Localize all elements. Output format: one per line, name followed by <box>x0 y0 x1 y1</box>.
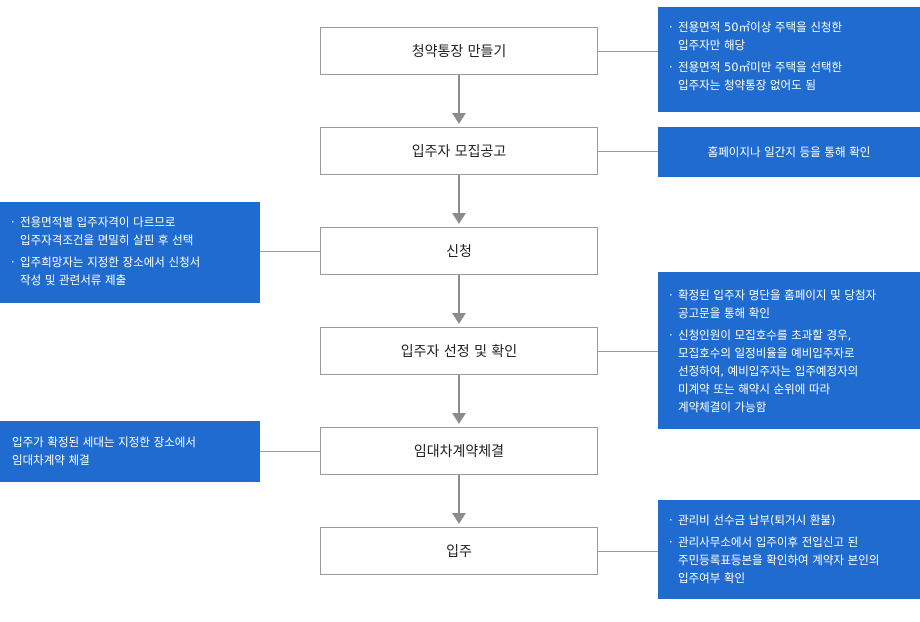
flow-arrow <box>452 275 466 327</box>
note-text: 입주가 확정된 세대는 지정한 장소에서 <box>12 435 196 449</box>
connector-line <box>598 551 658 552</box>
step-make-account: 청약통장 만들기 <box>320 27 598 75</box>
note-text: 홈페이지나 일간지 등을 통해 확인 <box>707 145 871 159</box>
note-text: 공고문을 통해 확인 <box>678 306 770 320</box>
note-text: 관리사무소에서 입주이후 전입신고 된 <box>678 535 859 549</box>
note-text: 계약체결이 가능함 <box>678 400 767 414</box>
note-movein-item: 관리사무소에서 입주이후 전입신고 된 주민등록표등본을 확인하여 계약자 본인… <box>669 533 914 587</box>
note-selection-item: 확정된 입주자 명단을 홈페이지 및 당첨자 공고문을 통해 확인 <box>669 286 912 322</box>
step-selection: 입주자 선정 및 확인 <box>320 327 598 375</box>
note-movein: 관리비 선수금 납부(퇴거시 환불) 관리사무소에서 입주이후 전입신고 된 주… <box>658 500 920 599</box>
step-application: 신청 <box>320 227 598 275</box>
note-text: 입주희망자는 지정한 장소에서 신청서 <box>20 255 201 269</box>
note-text: 미계약 또는 해약시 순위에 따라 <box>678 382 831 396</box>
note-account-item: 전용면적 50㎡미만 주택을 선택한 입주자는 청약통장 없어도 됨 <box>669 58 910 94</box>
note-text: 임대차계약 체결 <box>12 453 90 467</box>
step-announcement: 입주자 모집공고 <box>320 127 598 175</box>
note-application-item: 전용면적별 입주자격이 다르므로 입주자격조건을 면밀히 살핀 후 선택 <box>11 213 250 249</box>
step-contract: 임대차계약체결 <box>320 427 598 475</box>
note-text: 확정된 입주자 명단을 홈페이지 및 당첨자 <box>678 288 877 302</box>
note-text: 전용면적 50㎡이상 주택을 신청한 <box>678 20 843 34</box>
flow-arrow <box>452 175 466 227</box>
note-text: 신청인원이 모집호수를 초과할 경우, <box>678 328 852 342</box>
flow-arrow <box>452 75 466 127</box>
connector-line <box>598 151 658 152</box>
note-application-item: 입주희망자는 지정한 장소에서 신청서 작성 및 관련서류 제출 <box>11 253 250 289</box>
note-announcement: 홈페이지나 일간지 등을 통해 확인 <box>658 127 920 177</box>
note-account-item: 전용면적 50㎡이상 주택을 신청한 입주자만 해당 <box>669 18 910 54</box>
note-text: 입주여부 확인 <box>678 571 746 585</box>
note-selection-item: 신청인원이 모집호수를 초과할 경우, 모집호수의 일정비율을 예비입주자로 선… <box>669 326 912 416</box>
note-selection: 확정된 입주자 명단을 홈페이지 및 당첨자 공고문을 통해 확인 신청인원이 … <box>658 272 920 429</box>
note-text: 전용면적별 입주자격이 다르므로 <box>20 215 176 229</box>
step-movein: 입주 <box>320 527 598 575</box>
connector-line <box>260 251 320 252</box>
note-account: 전용면적 50㎡이상 주택을 신청한 입주자만 해당 전용면적 50㎡미만 주택… <box>658 7 920 112</box>
note-application: 전용면적별 입주자격이 다르므로 입주자격조건을 면밀히 살핀 후 선택 입주희… <box>0 202 260 303</box>
note-text: 선정하여, 예비입주자는 입주예정자의 <box>678 364 859 378</box>
note-contract: 입주가 확정된 세대는 지정한 장소에서 임대차계약 체결 <box>0 421 260 482</box>
note-text: 작성 및 관련서류 제출 <box>20 273 127 287</box>
note-text: 입주자격조건을 면밀히 살핀 후 선택 <box>20 233 194 247</box>
connector-line <box>598 51 658 52</box>
flow-arrow <box>452 475 466 527</box>
connector-line <box>260 451 320 452</box>
note-text: 모집호수의 일정비율을 예비입주자로 <box>678 346 855 360</box>
flow-arrow <box>452 375 466 427</box>
note-text: 주민등록표등본을 확인하여 계약자 본인의 <box>678 553 880 567</box>
note-text: 관리비 선수금 납부(퇴거시 환불) <box>678 513 836 527</box>
connector-line <box>598 351 658 352</box>
note-text: 입주자만 해당 <box>678 38 746 52</box>
note-text: 입주자는 청약통장 없어도 됨 <box>678 78 816 92</box>
note-text: 전용면적 50㎡미만 주택을 선택한 <box>678 60 843 74</box>
note-movein-item: 관리비 선수금 납부(퇴거시 환불) <box>669 511 914 529</box>
